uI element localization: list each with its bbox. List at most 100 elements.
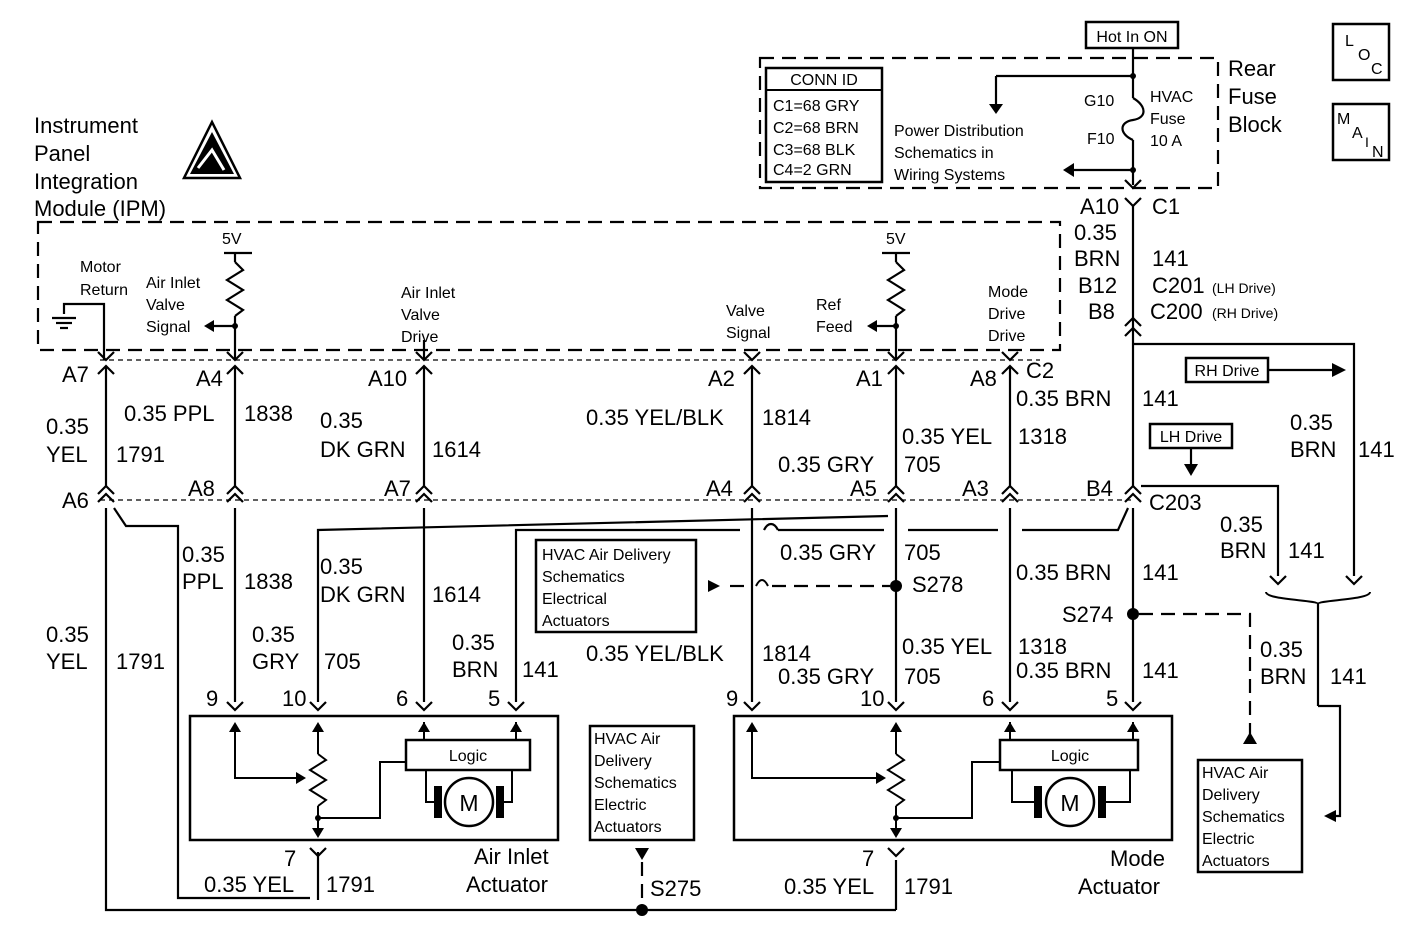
svg-text:Actuators: Actuators [1202, 853, 1270, 870]
svg-text:0.35: 0.35 [1074, 220, 1117, 245]
svg-text:0.35: 0.35 [320, 554, 363, 579]
mode-motor-icon: M [1034, 776, 1106, 828]
svg-text:M: M [1337, 111, 1350, 128]
air-inlet-actuator: 9 10 6 5 Logic M 7 Air In [188, 686, 560, 897]
s278-label: S278 [912, 572, 963, 597]
svg-text:1814: 1814 [762, 405, 811, 430]
svg-text:5V: 5V [886, 231, 906, 248]
pullup-resistor-left [224, 261, 246, 317]
mode-logic-block: Logic [998, 738, 1140, 772]
svg-text:0.35 BRN: 0.35 BRN [1016, 386, 1111, 411]
rh-drive-label: RH Drive [1184, 356, 1270, 384]
svg-text:A4: A4 [706, 476, 733, 501]
svg-text:I: I [1365, 134, 1369, 150]
svg-text:0.35: 0.35 [1260, 637, 1303, 662]
svg-text:0.35 BRN: 0.35 BRN [1016, 658, 1111, 683]
svg-text:G10: G10 [1084, 93, 1114, 110]
svg-text:BRN: BRN [1074, 246, 1120, 271]
svg-text:O: O [1358, 47, 1370, 64]
svg-text:1318: 1318 [1018, 424, 1067, 449]
svg-text:PPL: PPL [182, 569, 224, 594]
svg-text:9: 9 [206, 686, 218, 711]
svg-text:1838: 1838 [244, 569, 293, 594]
svg-text:Mode: Mode [1110, 846, 1165, 871]
svg-text:705: 705 [324, 649, 361, 674]
svg-text:A8: A8 [970, 366, 997, 391]
svg-text:1838: 1838 [244, 401, 293, 426]
svg-text:Electric: Electric [594, 797, 646, 814]
svg-text:Drive: Drive [401, 329, 438, 346]
svg-text:141: 141 [1288, 538, 1325, 563]
svg-text:B8: B8 [1088, 299, 1115, 324]
svg-text:1791: 1791 [116, 442, 165, 467]
svg-text:0.35 GRY: 0.35 GRY [780, 540, 877, 565]
svg-text:0.35 YEL: 0.35 YEL [902, 424, 992, 449]
svg-text:141: 141 [1152, 246, 1189, 271]
svg-text:HVAC Air: HVAC Air [594, 731, 661, 748]
svg-text:YEL: YEL [46, 442, 88, 467]
ipm-connector: A7 A4 A10 A2 A1 A8 C2 [62, 351, 1054, 391]
svg-text:Motor: Motor [80, 259, 122, 276]
svg-text:0.35: 0.35 [182, 542, 225, 567]
svg-text:Module (IPM): Module (IPM) [34, 196, 166, 221]
hvac-ref-box-right[interactable]: HVAC Air Delivery Schematics Electric Ac… [1196, 758, 1304, 874]
svg-text:B4: B4 [1086, 476, 1113, 501]
hvac-ref-box-mid[interactable]: HVAC Air Delivery Schematics Electric Ac… [588, 724, 696, 842]
svg-text:Drive: Drive [988, 328, 1025, 345]
svg-text:C200: C200 [1150, 299, 1203, 324]
upper-wires [104, 320, 1135, 486]
svg-text:0.35: 0.35 [46, 414, 89, 439]
svg-text:M: M [1060, 790, 1079, 816]
hvac-ref-box-top[interactable]: HVAC Air Delivery Schematics Electrical … [534, 538, 698, 634]
mode-potentiometer [886, 753, 906, 807]
svg-text:C201: C201 [1152, 273, 1205, 298]
svg-text:Schematics: Schematics [1202, 809, 1285, 826]
svg-text:(LH Drive): (LH Drive) [1212, 280, 1276, 296]
svg-text:HVAC Air Delivery: HVAC Air Delivery [542, 547, 671, 564]
loc-badge: L O C [1331, 22, 1391, 82]
svg-text:0.35 BRN: 0.35 BRN [1016, 560, 1111, 585]
svg-text:Valve: Valve [726, 303, 765, 320]
svg-text:A3: A3 [962, 476, 989, 501]
svg-text:Actuator: Actuator [466, 872, 548, 897]
svg-text:B12: B12 [1078, 273, 1117, 298]
svg-text:705: 705 [904, 452, 941, 477]
svg-text:Signal: Signal [146, 319, 190, 336]
svg-text:0.35 YEL: 0.35 YEL [902, 634, 992, 659]
mode-actuator: 9 10 6 5 Logic M 7 Mode Ac [726, 686, 1174, 899]
svg-text:7: 7 [284, 846, 296, 871]
svg-text:A1: A1 [856, 366, 883, 391]
svg-text:705: 705 [904, 540, 941, 565]
svg-text:Delivery: Delivery [594, 753, 652, 770]
svg-text:Fuse: Fuse [1150, 111, 1186, 128]
ground-icon [52, 302, 106, 360]
svg-text:141: 141 [1142, 560, 1179, 585]
air-inlet-potentiometer [308, 753, 328, 807]
svg-text:C1: C1 [1152, 194, 1180, 219]
svg-text:A10: A10 [1080, 194, 1119, 219]
svg-text:Delivery: Delivery [1202, 787, 1260, 804]
svg-text:Panel: Panel [34, 141, 90, 166]
svg-text:F10: F10 [1087, 131, 1115, 148]
svg-text:GRY: GRY [252, 649, 300, 674]
svg-text:A4: A4 [196, 366, 223, 391]
svg-text:BRN: BRN [1260, 664, 1306, 689]
svg-text:Air Inlet: Air Inlet [146, 275, 201, 292]
svg-text:705: 705 [904, 664, 941, 689]
svg-text:A8: A8 [188, 476, 215, 501]
svg-text:RH Drive: RH Drive [1195, 363, 1260, 380]
svg-text:Logic: Logic [1051, 748, 1089, 765]
s275-label: S275 [650, 876, 701, 901]
svg-text:Drive: Drive [988, 306, 1025, 323]
svg-text:Wiring Systems: Wiring Systems [894, 167, 1005, 184]
pullup-resistor-right [885, 261, 907, 317]
air-inlet-logic-block: Logic [404, 738, 532, 772]
svg-text:9: 9 [726, 686, 738, 711]
svg-text:141: 141 [522, 657, 559, 682]
svg-text:C203: C203 [1149, 490, 1202, 515]
lh-drive-label: LH Drive [1148, 422, 1234, 450]
svg-text:6: 6 [982, 686, 994, 711]
main-badge: M A I N [1331, 102, 1391, 162]
svg-text:(RH Drive): (RH Drive) [1212, 305, 1278, 321]
